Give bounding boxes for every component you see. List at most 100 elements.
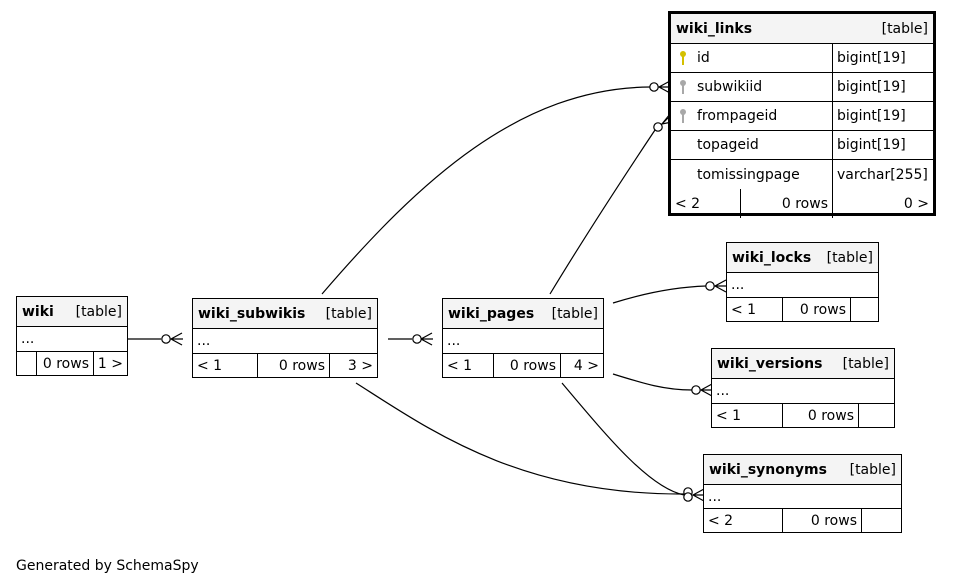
table-kind: [table] <box>849 461 896 478</box>
children-link <box>861 509 901 532</box>
wiki-locks-table[interactable]: wiki_locks [table] ... < 1 0 rows <box>726 242 879 322</box>
column-row[interactable]: frompageid bigint[19] <box>671 102 933 131</box>
children-link[interactable]: 3 > <box>329 354 377 377</box>
table-name[interactable]: wiki_links <box>676 20 753 37</box>
collapsed-columns: ... <box>712 379 894 404</box>
table-header: wiki_locks [table] <box>727 243 878 273</box>
table-kind: [table] <box>325 305 372 322</box>
table-name[interactable]: wiki_versions <box>717 355 823 372</box>
zero-circle-icon <box>683 492 693 502</box>
edge-pages-to-versions <box>612 373 693 391</box>
row-count: 0 rows <box>740 189 832 218</box>
table-kind: [table] <box>881 20 928 37</box>
crows-foot-icon <box>713 279 727 293</box>
column-name-cell: subwikiid <box>671 73 832 101</box>
column-name: tomissingpage <box>697 166 800 183</box>
collapsed-columns: ... <box>17 327 127 352</box>
row-count: 0 rows <box>782 298 850 321</box>
parents-link[interactable]: < 1 <box>447 357 473 374</box>
zero-circle-icon <box>653 122 663 132</box>
parents-link[interactable]: < 2 <box>708 512 734 529</box>
row-count: 0 rows <box>257 354 329 377</box>
ellipsis: ... <box>21 331 35 347</box>
row-count: 0 rows <box>493 354 560 377</box>
children-link <box>858 404 894 427</box>
column-name-cell: frompageid <box>671 102 832 130</box>
parents-link <box>17 352 36 375</box>
table-header: wiki_synonyms [table] <box>704 455 901 485</box>
parents-link[interactable]: < 1 <box>731 301 757 318</box>
primary-key-icon <box>675 50 691 66</box>
zero-circle-icon <box>412 334 422 344</box>
column-row[interactable]: tomissingpage varchar[255] <box>671 160 933 189</box>
table-header: wiki_pages [table] <box>443 299 603 329</box>
ellipsis: ... <box>716 383 730 399</box>
parents-link[interactable]: < 2 <box>675 195 701 212</box>
column-name: subwikiid <box>697 79 763 95</box>
table-name[interactable]: wiki_subwikis <box>198 305 306 322</box>
table-footer: < 2 0 rows 0 > <box>671 189 933 218</box>
ellipsis: ... <box>731 277 745 293</box>
children-link[interactable]: 1 > <box>93 352 127 375</box>
table-name[interactable]: wiki <box>22 303 54 320</box>
table-kind: [table] <box>842 355 889 372</box>
wiki-synonyms-table[interactable]: wiki_synonyms [table] ... < 2 0 rows <box>703 454 902 533</box>
edge-subwikis-to-links <box>321 86 651 295</box>
table-kind: [table] <box>826 249 873 266</box>
children-link[interactable]: 4 > <box>560 354 603 377</box>
column-type: bigint[19] <box>832 73 933 101</box>
collapsed-columns: ... <box>727 273 878 298</box>
table-kind: [table] <box>75 303 122 320</box>
ellipsis: ... <box>197 333 211 349</box>
column-type: bigint[19] <box>832 44 933 72</box>
edge-pages-to-links <box>549 129 656 295</box>
column-type: bigint[19] <box>832 102 933 130</box>
edge-subwikis-to-synonyms <box>355 382 685 495</box>
crows-foot-icon <box>699 383 713 397</box>
column-type: varchar[255] <box>832 160 933 189</box>
children-link <box>850 298 878 321</box>
foreign-key-icon <box>675 108 691 124</box>
column-name: frompageid <box>697 108 778 124</box>
edge-pages-to-locks <box>612 285 707 304</box>
column-name-cell: topageid <box>671 131 832 159</box>
ellipsis: ... <box>708 488 722 505</box>
table-name[interactable]: wiki_synonyms <box>709 461 827 478</box>
wiki-subwikis-table[interactable]: wiki_subwikis [table] ... < 1 0 rows 3 > <box>192 298 378 378</box>
ellipsis: ... <box>447 333 461 349</box>
column-row[interactable]: subwikiid bigint[19] <box>671 73 933 102</box>
parents-link[interactable]: < 1 <box>197 357 223 374</box>
wiki-pages-table[interactable]: wiki_pages [table] ... < 1 0 rows 4 > <box>442 298 604 378</box>
parents-link[interactable]: < 1 <box>716 407 742 424</box>
row-count: 0 rows <box>782 509 861 532</box>
table-name[interactable]: wiki_locks <box>732 249 812 266</box>
children-link[interactable]: 0 > <box>832 189 933 218</box>
table-kind: [table] <box>551 305 598 322</box>
row-count: 0 rows <box>36 352 93 375</box>
zero-circle-icon <box>649 82 659 92</box>
table-header: wiki_versions [table] <box>712 349 894 379</box>
table-footer: < 1 0 rows 3 > <box>193 354 377 377</box>
column-name-cell: tomissingpage <box>671 160 832 189</box>
table-footer: < 1 0 rows 4 > <box>443 354 603 377</box>
wiki-table[interactable]: wiki [table] ... 0 rows 1 > <box>16 296 128 376</box>
column-name: topageid <box>697 137 759 153</box>
table-name[interactable]: wiki_pages <box>448 305 535 322</box>
table-footer: 0 rows 1 > <box>17 352 127 375</box>
table-header: wiki_links [table] <box>671 14 933 44</box>
collapsed-columns: ... <box>704 485 901 509</box>
collapsed-columns: ... <box>193 329 377 354</box>
collapsed-columns: ... <box>443 329 603 354</box>
row-count: 0 rows <box>782 404 858 427</box>
wiki-versions-table[interactable]: wiki_versions [table] ... < 1 0 rows <box>711 348 895 428</box>
crows-foot-icon <box>169 332 183 346</box>
crows-foot-icon <box>691 488 705 502</box>
zero-circle-icon <box>161 334 171 344</box>
table-footer: < 2 0 rows <box>704 509 901 532</box>
crows-foot-icon <box>419 332 433 346</box>
foreign-key-icon <box>675 79 691 95</box>
